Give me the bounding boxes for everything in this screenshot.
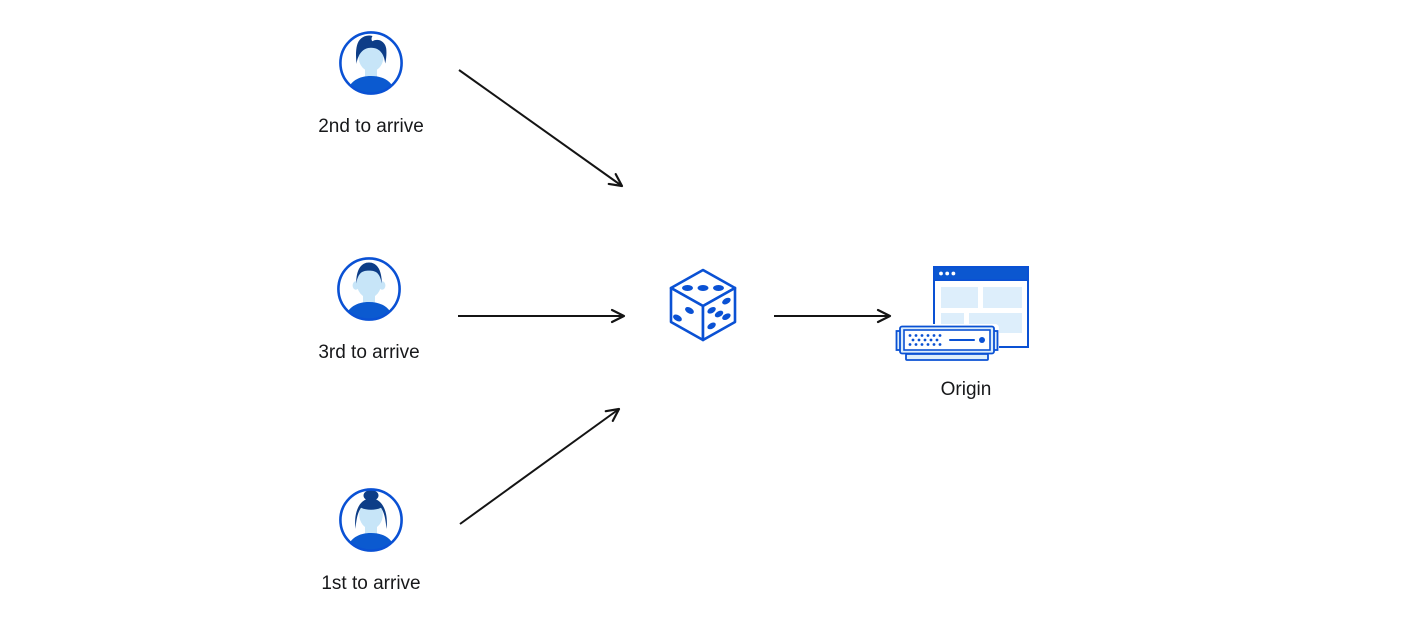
browser-titlebar (933, 266, 1029, 281)
server-icon (895, 324, 999, 361)
origin-label: Origin (940, 379, 992, 400)
person-man-short-hair-avatar-icon (337, 257, 401, 321)
client-label-3rd: 3rd to arrive (318, 342, 420, 363)
client-node-1st: 1st to arrive (296, 487, 446, 593)
person-woman-bun-avatar-icon (339, 488, 403, 552)
client-label-2nd: 2nd to arrive (318, 116, 424, 137)
client-label-1st: 1st to arrive (321, 573, 421, 594)
person-man-quiff-avatar-icon (339, 31, 403, 95)
arrow-client2nd-to-dice (458, 69, 624, 188)
server-vents (908, 334, 942, 346)
client-node-3rd: 3rd to arrive (294, 256, 444, 362)
client-node-2nd: 2nd to arrive (296, 30, 446, 136)
dice-icon (669, 268, 737, 342)
server-led-dot (979, 337, 985, 343)
arrow-client1st-to-dice (459, 407, 621, 525)
origin-node: Origin (893, 263, 1039, 403)
